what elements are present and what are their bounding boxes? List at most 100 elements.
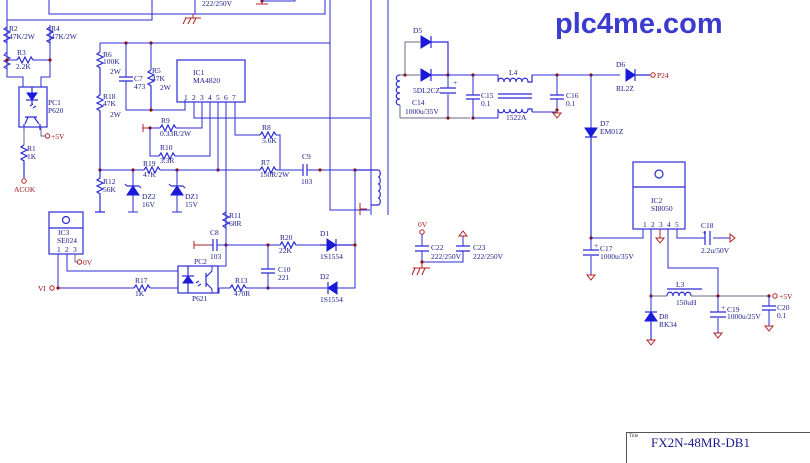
label-d5-ref: D5 — [413, 26, 422, 35]
label-c14-value: 1000u/35V — [405, 107, 439, 116]
wire — [262, 0, 296, 2]
label-d7-ref: D7 — [600, 119, 609, 128]
resistor-r11-body — [221, 211, 231, 229]
label-c7-value: 473 — [134, 82, 146, 91]
title-block-value: FX2N-48MR-DB1 — [651, 435, 750, 450]
wire-ic2-pin5 — [676, 229, 730, 239]
ic2-body — [632, 161, 686, 230]
inductor-l4-bottom-icon — [497, 108, 533, 114]
capacitor-c15-body — [466, 94, 480, 100]
label-r1-ref: R1 — [27, 144, 36, 153]
inductor-l4-core — [498, 93, 532, 99]
phototransistor-icon — [23, 116, 41, 130]
ic2-pin-3: 3 — [659, 220, 663, 229]
label-r8-value: 5.6K — [262, 136, 277, 145]
label-r13-ref: R13 — [235, 276, 248, 285]
diode-d8-icon — [644, 311, 658, 322]
label-dz2-value: 16V — [142, 200, 156, 209]
label-r11-value: 68R — [229, 219, 242, 228]
ground-triangle-icon — [457, 230, 469, 237]
label-r9-ref: R9 — [161, 116, 170, 125]
label-l3-value: 150uH — [676, 298, 697, 307]
net-port-icon — [772, 293, 778, 299]
junction — [446, 116, 450, 120]
junction — [318, 168, 322, 172]
label-r9-value: 0.33R/2W — [160, 129, 192, 138]
net-label-vi: VI — [38, 284, 46, 293]
label-dz1-ref: DZ1 — [185, 192, 199, 201]
label-r5-value: 47K — [152, 74, 166, 83]
label-r11-ref: R11 — [229, 211, 241, 220]
label-r12-ref: R12 — [103, 177, 116, 186]
resistor-r2-body — [2, 26, 12, 44]
net-label-p24: P24 — [657, 71, 669, 80]
polarity-plus: + — [702, 228, 706, 237]
label-r3-value: 2.2K — [16, 62, 31, 71]
ground-icon — [359, 203, 367, 215]
junction — [353, 243, 357, 247]
diode-d5b-icon — [420, 68, 432, 82]
ic3-mount-hole-icon — [61, 215, 71, 225]
ic3-pin-1: 1 — [57, 245, 61, 254]
wire-c22-c23 — [421, 234, 464, 263]
polarity-plus: + — [453, 78, 457, 87]
label-r3-ref: R3 — [17, 48, 26, 57]
ic3-pin-2: 2 — [65, 245, 69, 254]
label-r2-ref: R2 — [9, 24, 18, 33]
label-c15-ref: C15 — [481, 91, 494, 100]
label-c19-value: 1000u/25V — [727, 312, 761, 321]
diode-d2-icon — [327, 281, 338, 295]
ic1-pin-5: 5 — [216, 93, 220, 102]
resistor-r4-body — [45, 26, 55, 44]
net-port-icon — [76, 259, 83, 265]
diode-d6-icon — [625, 68, 636, 82]
label-r18-ref: R18 — [103, 92, 116, 101]
capacitor-c19-body — [710, 311, 726, 318]
label-pc1-ref: PC1 — [48, 98, 61, 107]
resistor-r5-body — [146, 69, 156, 110]
label-c22-ref: C22 — [431, 243, 444, 252]
diode-d6-wire — [634, 69, 650, 81]
label-ic1-value: MA4820 — [193, 76, 220, 85]
label-dz1-value: 15V — [185, 200, 199, 209]
wire — [404, 41, 420, 75]
label-c23-value: 222/250V — [473, 252, 504, 261]
label-c16-value: 0.1 — [566, 99, 576, 108]
ground-triangle-icon — [654, 229, 666, 244]
ground-triangle-icon — [763, 325, 775, 332]
resistor-r13-body — [229, 283, 247, 293]
label-r17-ref: R17 — [135, 276, 148, 285]
resistor-r19-body — [143, 165, 161, 175]
earth-ground-icon — [182, 14, 201, 25]
label-r17-value: 1K — [135, 289, 145, 298]
diode-d1-icon — [326, 238, 337, 252]
junction — [149, 108, 153, 112]
label-r20-ref: R20 — [280, 233, 293, 242]
capacitor-c10-body — [261, 268, 275, 274]
label-r1-value: 1K — [27, 152, 37, 161]
wire — [74, 254, 77, 263]
label-r7-ref: R7 — [261, 158, 270, 167]
ground-icon — [193, 241, 210, 249]
net-label-acok: ACOK — [14, 185, 36, 194]
light-arrows-icon — [29, 103, 37, 109]
label-d6-ref: D6 — [616, 60, 625, 69]
diode-d7-icon — [584, 127, 598, 138]
label-d2-ref: D2 — [320, 272, 329, 281]
transformer-winding-icon — [355, 169, 381, 206]
label-c7-ref: C7 — [134, 74, 143, 83]
label-r4-value: 47K/2W — [51, 32, 78, 41]
capacitor-c7-body — [119, 76, 133, 82]
ground-triangle-icon — [712, 332, 724, 339]
label-r19-value: 47K — [143, 170, 157, 179]
resistor-r10-body — [158, 151, 176, 161]
junction — [48, 58, 52, 62]
label-r12-value: 56K — [103, 185, 117, 194]
label-r10-ref: R10 — [160, 143, 173, 152]
wire-pin3 — [150, 102, 203, 129]
label-c8-value: 103 — [210, 252, 222, 261]
wire — [66, 254, 178, 272]
label-l4-ref: L4 — [509, 68, 518, 77]
label-c22-value: 222/250V — [431, 252, 462, 261]
